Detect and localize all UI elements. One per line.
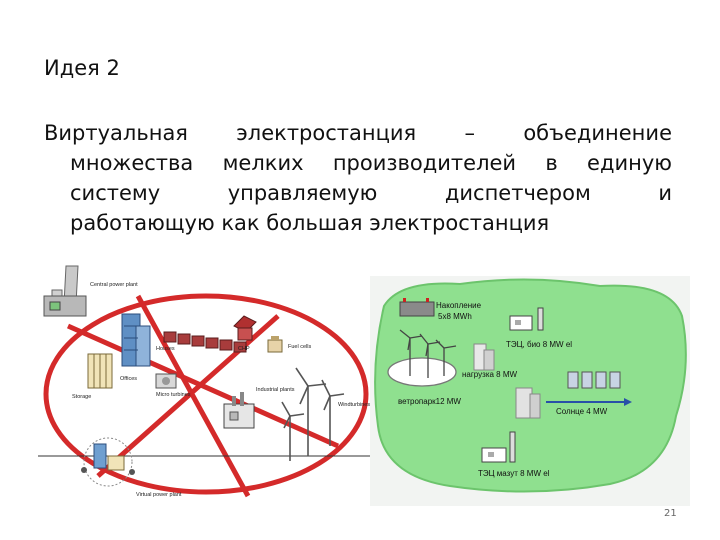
micro-turbines-icon [155, 373, 177, 389]
region-blob [374, 278, 687, 493]
label-windpark: ветропарк12 MW [398, 397, 461, 406]
label-chp-oil: ТЭЦ мазут 8 MW el [478, 469, 550, 478]
label-virtual: Virtual power plant [136, 492, 182, 498]
chp-oil-icon [481, 431, 516, 463]
label-micro-turbines: Micro turbines [156, 392, 191, 398]
office-building-icon [121, 313, 151, 367]
label-storage-value: 5x8 MWh [438, 312, 472, 321]
paragraph-line-2: множества мелких производителей в единую [44, 148, 672, 178]
label-offices: Offices [120, 376, 137, 382]
word: множества [70, 151, 194, 175]
industrial-plant-icon [223, 392, 255, 429]
paragraph-line-4: работающую как большая электростанция [44, 208, 672, 238]
word: систему [70, 181, 161, 205]
word: в [545, 151, 558, 175]
chp-icon [233, 315, 257, 341]
label-load: нагрузка 8 MW [462, 370, 517, 379]
word: работающую как большая электростанция [70, 211, 550, 235]
word: единую [587, 151, 672, 175]
load-buildings-icon [473, 343, 495, 371]
label-storage-title: Накопление [436, 301, 482, 310]
word: объединение [523, 121, 672, 145]
paragraph-line-1: Виртуальная электростанция – объединение [44, 118, 672, 148]
page-number: 21 [664, 508, 677, 519]
word: производителей [332, 151, 517, 175]
storage-icon [87, 353, 113, 389]
paragraph-line-3: систему управляемую диспетчером и [44, 178, 672, 208]
label-industrial: Industrial plants [256, 387, 295, 393]
fuel-cells-icon [267, 336, 283, 353]
network-ellipse [43, 293, 369, 495]
label-storage: Storage [72, 394, 91, 400]
word: управляемую [227, 181, 378, 205]
central-power-plant-icon [43, 265, 87, 317]
word: электростанция [236, 121, 417, 145]
houses-icon [163, 331, 247, 353]
wind-turbines-icon [281, 367, 345, 461]
word: диспетчером [444, 181, 591, 205]
slide-paragraph: Виртуальная электростанция – объединение… [44, 118, 672, 238]
label-central: Central power plant [90, 282, 138, 288]
label-fuel-cells: Fuel cells [288, 344, 311, 350]
word: – [464, 121, 476, 145]
virtual-power-plant-diagram: Central power plant Offices Houses CHP F… [38, 265, 374, 498]
solar-panels-icon [567, 371, 621, 389]
label-chp-bio: ТЭЦ, био 8 MW el [506, 340, 572, 349]
slide-title: Идея 2 [44, 56, 120, 80]
label-wind: Windturbines [338, 402, 370, 408]
green-region-diagram: Накопление 5x8 MWh ТЭЦ, био 8 MW el ветр… [370, 276, 690, 506]
word: Виртуальная [44, 121, 188, 145]
battery-storage-icon [399, 298, 435, 317]
word: и [658, 181, 672, 205]
label-houses: Houses [156, 346, 175, 352]
chp-bio-icon [509, 307, 544, 331]
word: мелких [222, 151, 304, 175]
label-chp: CHP [238, 346, 250, 352]
office-tower-icon [515, 387, 541, 419]
flow-arrow-icon [546, 398, 632, 406]
virtual-power-plant-icon [81, 437, 135, 487]
windpark-icon [387, 329, 457, 387]
label-solar: Солнце 4 MW [556, 407, 608, 416]
